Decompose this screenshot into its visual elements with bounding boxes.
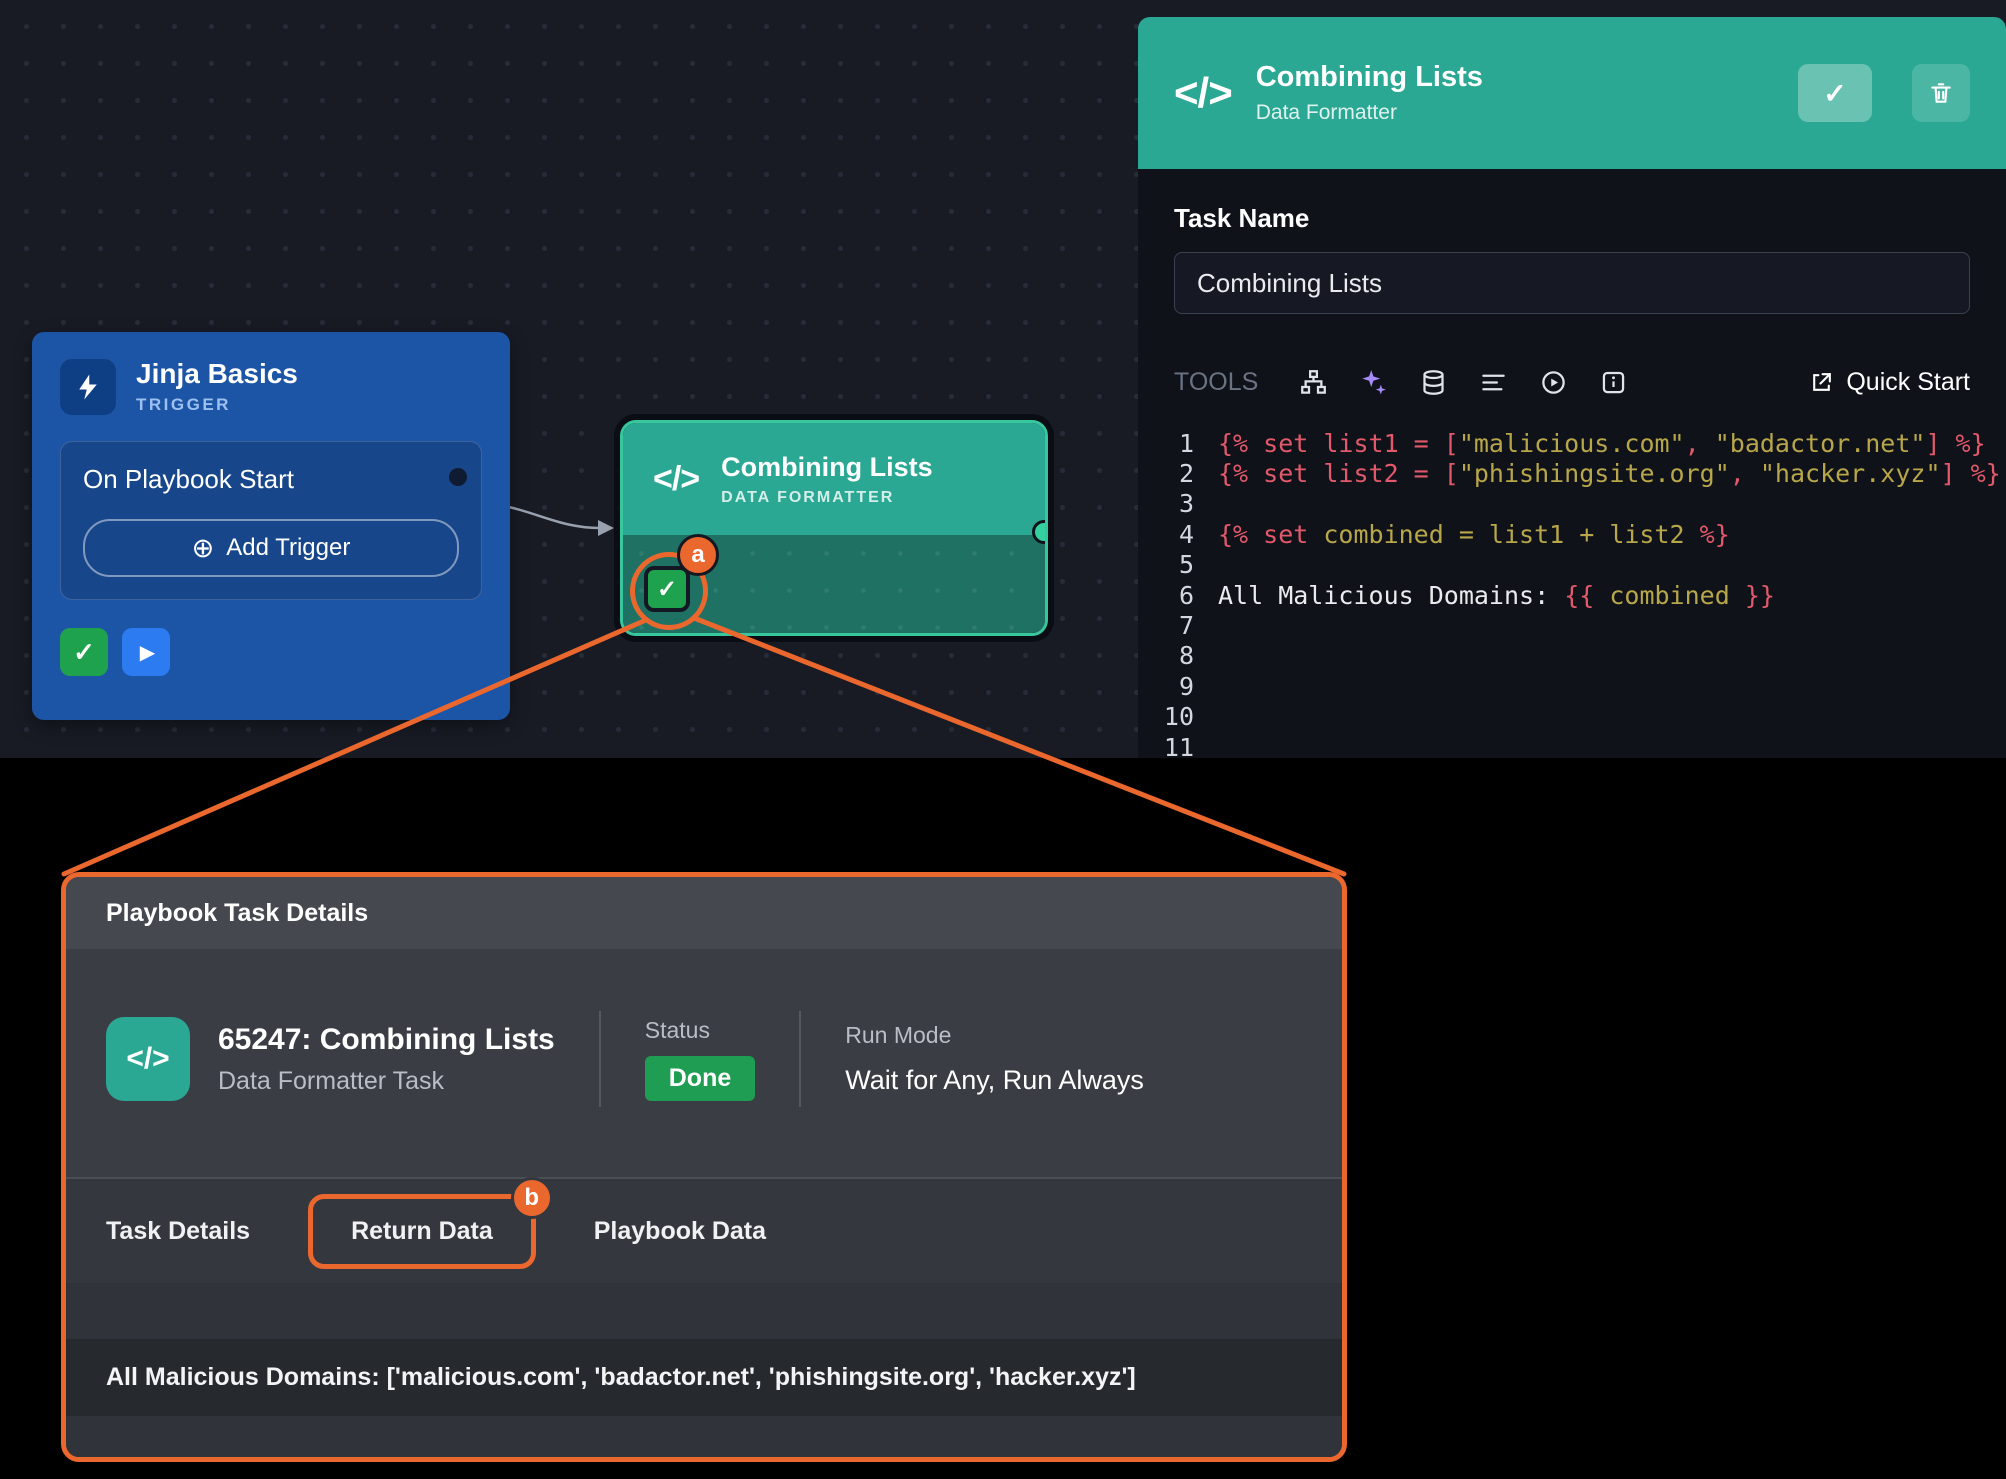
- line-number: 8: [1178, 641, 1194, 671]
- code-line-row: 1 {% set list1 = ["malicious.com", "badac…: [1138, 428, 2006, 458]
- code-icon: </>: [126, 1042, 170, 1075]
- status-badge: Done: [644, 1056, 756, 1101]
- vertical-divider: [598, 1011, 601, 1107]
- info-icon[interactable]: [1598, 367, 1628, 397]
- code-line-row: 5: [1138, 550, 2006, 580]
- code-line-row: 10: [1138, 702, 2006, 732]
- tab-playbook-data[interactable]: Playbook Data: [593, 1216, 767, 1245]
- trigger-inner-card: On Playbook Start ⊕ Add Trigger: [60, 441, 482, 600]
- align-left-icon[interactable]: [1478, 367, 1508, 397]
- delete-button[interactable]: [1912, 64, 1970, 122]
- vertical-divider: [799, 1011, 802, 1107]
- formatter-success-badge[interactable]: ✓: [644, 566, 690, 612]
- return-data-output: All Malicious Domains: ['malicious.com',…: [66, 1339, 1342, 1416]
- on-playbook-start-label: On Playbook Start: [83, 464, 294, 494]
- code-line-row: 11: [1138, 732, 2006, 758]
- config-panel-header: </> Combining Lists Data Formatter ✓: [1138, 17, 2006, 169]
- quick-start-label: Quick Start: [1846, 367, 1970, 396]
- add-trigger-label: Add Trigger: [226, 534, 351, 561]
- confirm-button[interactable]: ✓: [1798, 64, 1872, 122]
- status-label: Status: [644, 1017, 710, 1043]
- task-id-title: 65247: Combining Lists: [218, 1022, 555, 1056]
- tools-label: TOOLS: [1174, 367, 1259, 396]
- playbook-task-details-panel: Playbook Task Details </> 65247: Combini…: [61, 872, 1347, 1462]
- play-icon: ▶: [139, 641, 156, 664]
- annotation-a-ring: [630, 552, 708, 630]
- trigger-success-button[interactable]: ✓: [60, 628, 108, 676]
- line-number: 7: [1178, 611, 1194, 641]
- return-data-content: All Malicious Domains: ['malicious.com',…: [66, 1283, 1342, 1457]
- formatter-node-type: DATA FORMATTER: [721, 488, 895, 506]
- trash-icon: [1931, 83, 1951, 103]
- external-link-icon: [1813, 372, 1832, 391]
- task-summary-section: </> 65247: Combining Lists Data Formatte…: [66, 949, 1342, 1179]
- tab-return-data-label: Return Data: [351, 1216, 493, 1245]
- line-number: 4: [1178, 519, 1194, 549]
- line-number: 11: [1163, 732, 1194, 758]
- tab-return-data[interactable]: Return Data b: [308, 1176, 553, 1269]
- run-mode-value: Wait for Any, Run Always: [845, 1065, 1144, 1095]
- config-title: Combining Lists: [1255, 61, 1483, 93]
- code-line-row: 7: [1138, 610, 2006, 640]
- task-config-panel: </> Combining Lists Data Formatter ✓ Tas…: [1138, 17, 2006, 758]
- details-tabs: Task Details Return Data b Playbook Data: [66, 1176, 1342, 1283]
- add-trigger-button[interactable]: ⊕ Add Trigger: [83, 519, 459, 577]
- line-number: 9: [1178, 671, 1194, 701]
- tools-bar: TOOLS: [1138, 340, 2006, 424]
- tab-task-details[interactable]: Task Details: [106, 1216, 251, 1245]
- annotation-a-badge: a: [677, 534, 719, 576]
- data-formatter-icon: </>: [106, 1017, 190, 1101]
- formatter-output-port[interactable]: [1032, 520, 1045, 544]
- details-panel-header: Playbook Task Details: [66, 877, 1342, 949]
- code-line-row: 8: [1138, 641, 2006, 671]
- line-number: 1: [1178, 428, 1194, 458]
- check-icon: ✓: [73, 636, 95, 667]
- quick-start-button[interactable]: Quick Start: [1809, 368, 1970, 397]
- annotation-b-badge: b: [510, 1176, 553, 1219]
- code-editor[interactable]: 1 {% set list1 = ["malicious.com", "badac…: [1138, 424, 2006, 758]
- formatter-node-title: Combining Lists: [721, 451, 933, 482]
- sparkles-icon[interactable]: [1358, 367, 1388, 397]
- line-number: 6: [1178, 580, 1194, 610]
- check-icon: ✓: [656, 575, 678, 603]
- code-line: {% set combined = list1 + list2 %}: [1218, 519, 1730, 549]
- config-subtitle: Data Formatter: [1255, 101, 1397, 124]
- check-icon: ✓: [1823, 77, 1847, 109]
- task-type-subtitle: Data Formatter Task: [218, 1066, 445, 1095]
- trigger-run-button[interactable]: ▶: [122, 628, 170, 676]
- plus-circle-icon: ⊕: [191, 532, 215, 563]
- trigger-node-title: Jinja Basics: [136, 358, 298, 389]
- line-number: 10: [1163, 702, 1194, 732]
- line-number: 2: [1178, 459, 1194, 489]
- code-line: {% set list2 = ["phishingsite.org", "hac…: [1218, 459, 2001, 489]
- run-mode-label: Run Mode: [845, 1022, 952, 1048]
- task-name-input[interactable]: [1174, 252, 1970, 314]
- trigger-output-port[interactable]: [449, 468, 467, 486]
- database-icon[interactable]: [1418, 367, 1448, 397]
- code-line-row: 3: [1138, 489, 2006, 519]
- lightning-icon: [60, 358, 116, 415]
- code-line-row: 2 {% set list2 = ["phishingsite.org", "ha…: [1138, 458, 2006, 488]
- trigger-node-type: TRIGGER: [136, 395, 231, 414]
- code-icon: </>: [1174, 69, 1233, 116]
- details-panel-title: Playbook Task Details: [106, 898, 369, 927]
- code-line-row: 6 All Malicious Domains: {{ combined }}: [1138, 580, 2006, 610]
- sitemap-icon[interactable]: [1298, 367, 1328, 397]
- code-icon: </>: [653, 459, 700, 498]
- code-line-row: 9: [1138, 671, 2006, 701]
- task-name-label: Task Name: [1174, 203, 1310, 233]
- line-number: 3: [1178, 489, 1194, 519]
- line-number: 5: [1178, 550, 1194, 580]
- code-line-row: 4 {% set combined = list1 + list2 %}: [1138, 519, 2006, 549]
- code-line: All Malicious Domains: {{ combined }}: [1218, 580, 1775, 610]
- trigger-node[interactable]: Jinja Basics TRIGGER On Playbook Start ⊕…: [32, 332, 510, 720]
- play-circle-icon[interactable]: [1538, 367, 1568, 397]
- code-line: {% set list1 = ["malicious.com", "badact…: [1218, 428, 1986, 458]
